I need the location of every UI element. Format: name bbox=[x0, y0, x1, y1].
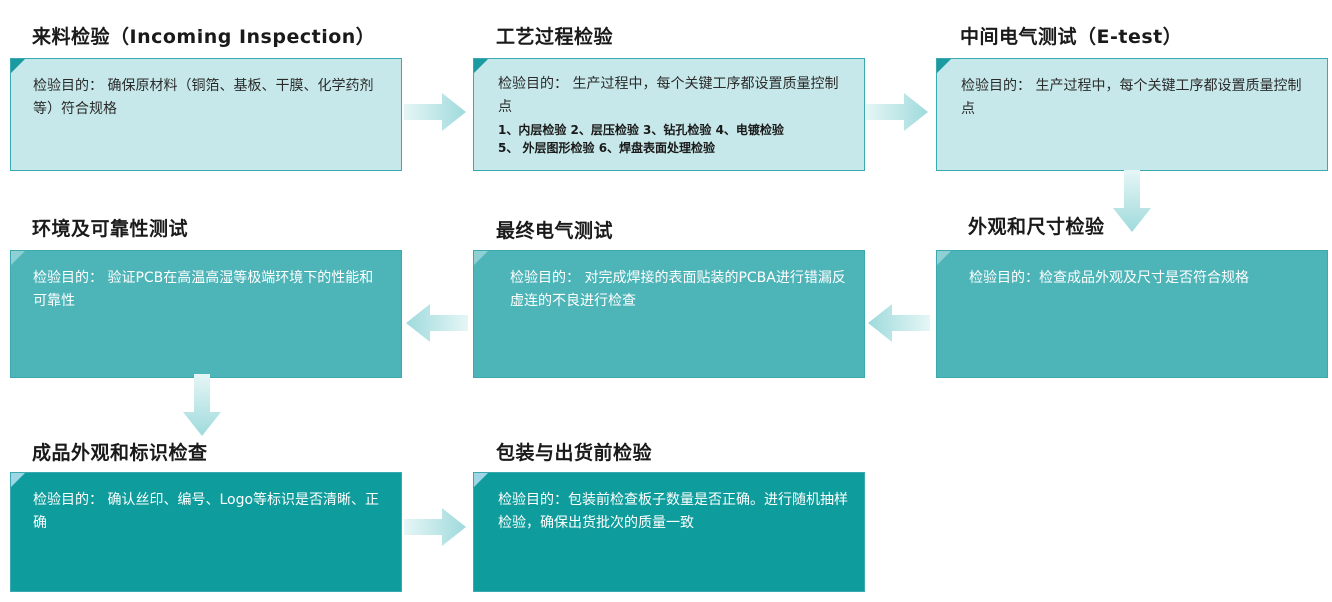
arrow-down-6-to-7 bbox=[183, 374, 221, 436]
corner-marker bbox=[11, 473, 25, 487]
arrow-right-7-to-8 bbox=[404, 508, 466, 546]
step-1-box: 检验目的： 确保原材料（铜箔、基板、干膜、化学药剂等）符合规格 bbox=[10, 58, 402, 171]
step-7-text: 检验目的： 确认丝印、编号、Logo等标识是否清晰、正确 bbox=[33, 492, 380, 531]
step-1-text: 检验目的： 确保原材料（铜箔、基板、干膜、化学药剂等）符合规格 bbox=[33, 78, 374, 117]
arrow-left-5-to-6 bbox=[406, 304, 468, 342]
step-6-title: 环境及可靠性测试 bbox=[32, 218, 189, 240]
step-8-title: 包装与出货前检验 bbox=[496, 442, 653, 464]
step-2-box: 检验目的： 生产过程中，每个关键工序都设置质量控制点 1、内层检验 2、层压检验… bbox=[473, 58, 865, 171]
step-6-text: 检验目的： 验证PCB在高温高湿等极端环境下的性能和可靠性 bbox=[33, 270, 374, 309]
step-7-title: 成品外观和标识检查 bbox=[32, 442, 208, 464]
arrow-right-1-to-2 bbox=[404, 93, 466, 131]
corner-marker bbox=[11, 251, 25, 265]
step-2-purpose: 检验目的： 生产过程中，每个关键工序都设置质量控制点 bbox=[498, 76, 839, 115]
step-6-box: 检验目的： 验证PCB在高温高湿等极端环境下的性能和可靠性 bbox=[10, 250, 402, 378]
corner-marker bbox=[11, 59, 25, 73]
corner-marker bbox=[474, 251, 488, 265]
step-2-title: 工艺过程检验 bbox=[496, 26, 614, 48]
step-7-box: 检验目的： 确认丝印、编号、Logo等标识是否清晰、正确 bbox=[10, 472, 402, 592]
step-2-sub-line-2: 5、 外层图形检验 6、焊盘表面处理检验 bbox=[498, 141, 716, 155]
corner-marker bbox=[937, 59, 951, 73]
step-5-text: 检验目的： 对完成焊接的表面贴装的PCBA进行错漏反虚连的不良进行检查 bbox=[510, 270, 846, 309]
step-8-text: 检验目的：包装前检查板子数量是否正确。进行随机抽样检验，确保出货批次的质量一致 bbox=[498, 492, 848, 531]
step-8-box: 检验目的：包装前检查板子数量是否正确。进行随机抽样检验，确保出货批次的质量一致 bbox=[473, 472, 865, 592]
corner-marker bbox=[937, 251, 951, 265]
step-4-text: 检验目的：检查成品外观及尺寸是否符合规格 bbox=[969, 270, 1249, 286]
step-3-box: 检验目的： 生产过程中，每个关键工序都设置质量控制点 bbox=[936, 58, 1328, 171]
step-1-title: 来料检验（Incoming Inspection） bbox=[32, 26, 376, 48]
step-5-title: 最终电气测试 bbox=[496, 220, 614, 242]
step-2-sub-line-1: 1、内层检验 2、层压检验 3、钻孔检验 4、电镀检验 bbox=[498, 123, 784, 137]
corner-marker bbox=[474, 473, 488, 487]
step-4-box: 检验目的：检查成品外观及尺寸是否符合规格 bbox=[936, 250, 1328, 378]
arrow-right-2-to-3 bbox=[866, 93, 928, 131]
step-4-title: 外观和尺寸检验 bbox=[968, 216, 1105, 238]
step-2-text: 检验目的： 生产过程中，每个关键工序都设置质量控制点 1、内层检验 2、层压检验… bbox=[498, 73, 848, 157]
step-5-box: 检验目的： 对完成焊接的表面贴装的PCBA进行错漏反虚连的不良进行检查 bbox=[473, 250, 865, 378]
arrow-down-3-to-4 bbox=[1113, 170, 1151, 232]
corner-marker bbox=[474, 59, 488, 73]
arrow-left-4-to-5 bbox=[868, 304, 930, 342]
step-3-title: 中间电气测试（E-test） bbox=[960, 26, 1183, 48]
step-3-text: 检验目的： 生产过程中，每个关键工序都设置质量控制点 bbox=[961, 78, 1302, 117]
